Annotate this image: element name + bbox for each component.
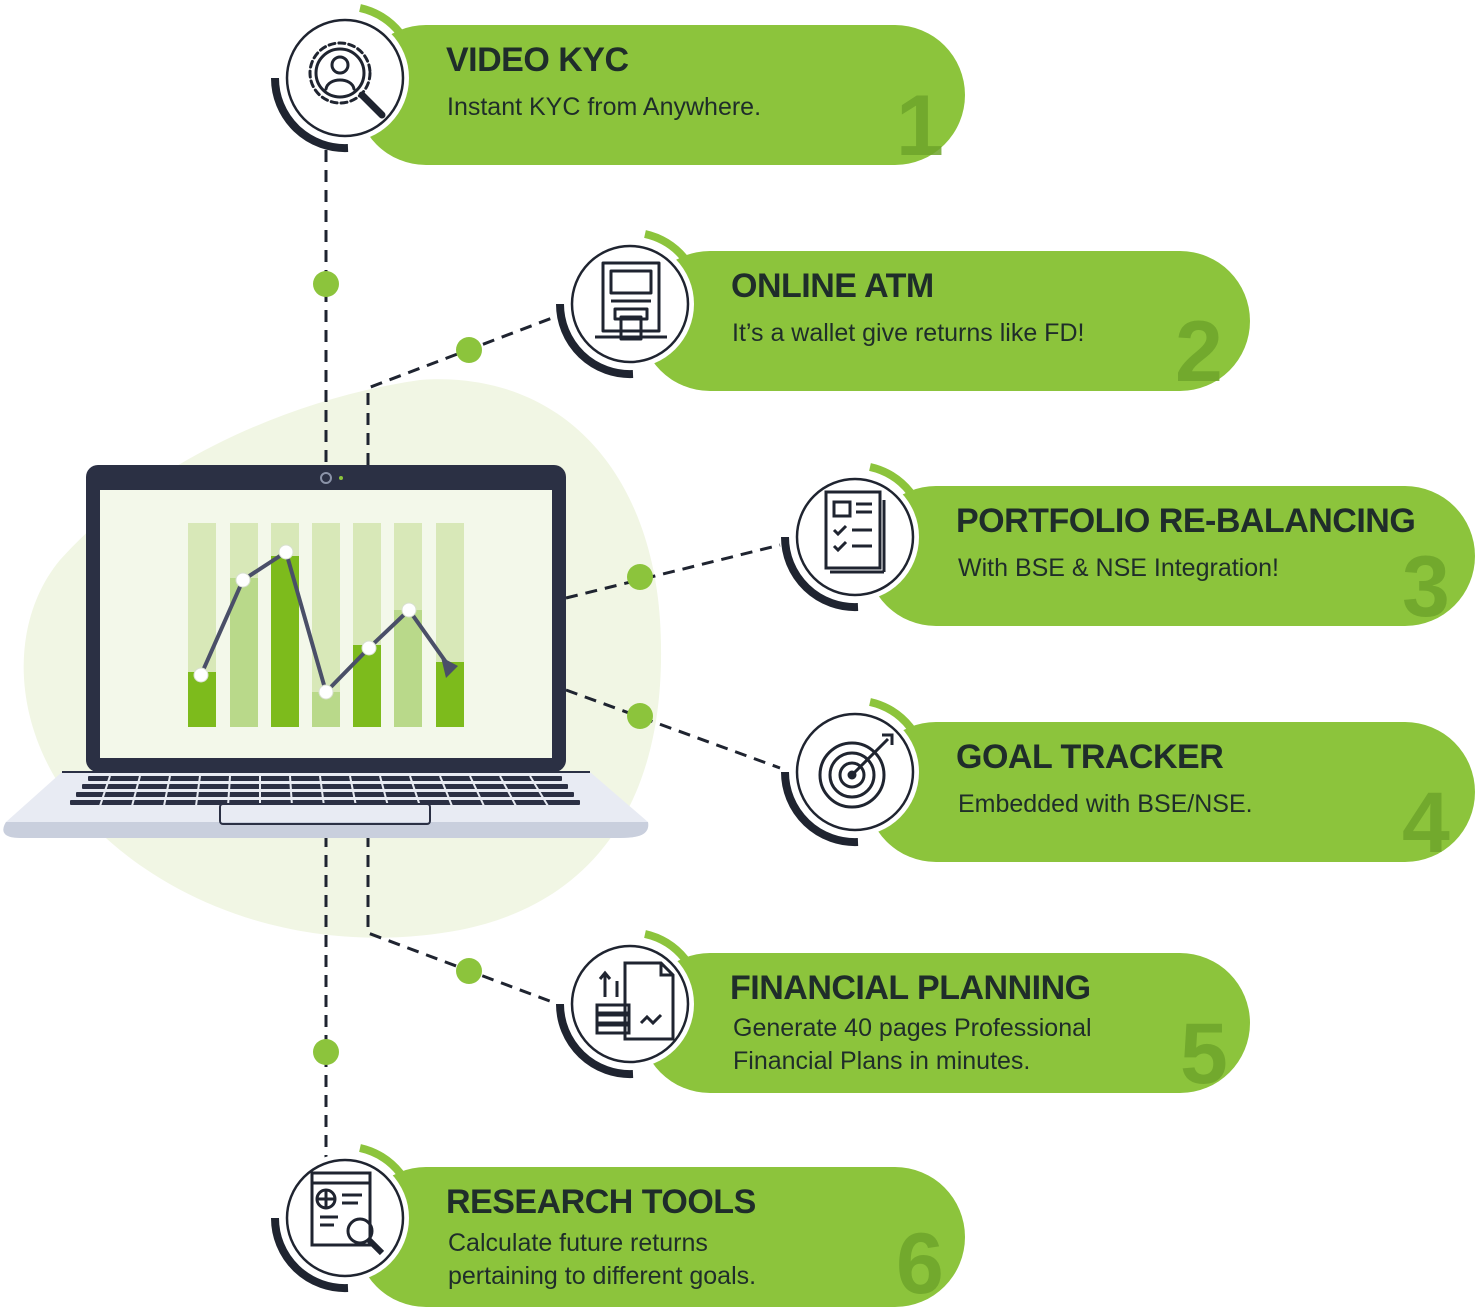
badge-video-kyc	[270, 4, 420, 153]
feature-title: PORTFOLIO RE-BALANCING	[956, 502, 1416, 540]
feature-card-goal-tracker[interactable]: GOAL TRACKER Embedded with BSE/NSE. 4	[866, 722, 1475, 866]
feature-description: It’s a wallet give returns like FD!	[732, 319, 1085, 347]
user-search-icon	[308, 41, 386, 119]
feature-card-online-atm[interactable]: ONLINE ATM It’s a wallet give returns li…	[640, 251, 1250, 395]
feature-number: 4	[1402, 775, 1450, 871]
feature-description: Instant KYC from Anywhere.	[447, 93, 762, 121]
screen-chart	[188, 523, 464, 727]
feature-title: RESEARCH TOOLS	[446, 1183, 756, 1221]
feature-description: Embedded with BSE/NSE.	[958, 790, 1253, 818]
badge-research-tools	[270, 1144, 420, 1293]
badge-financial-planning	[555, 930, 705, 1079]
feature-description: Calculate future returns pertaining to d…	[448, 1229, 757, 1290]
keyboard	[70, 776, 580, 805]
feature-card-research-tools[interactable]: RESEARCH TOOLS Calculate future returns …	[356, 1167, 965, 1307]
connector-dots	[313, 271, 653, 1065]
feature-card-portfolio-rebalancing[interactable]: PORTFOLIO RE-BALANCING With BSE & NSE In…	[866, 486, 1475, 630]
connector-lines	[324, 150, 781, 1165]
feature-title: VIDEO KYC	[446, 41, 629, 79]
feature-number: 2	[1175, 304, 1223, 400]
feature-title: FINANCIAL PLANNING	[730, 969, 1091, 1007]
feature-number: 6	[896, 1216, 944, 1312]
target-arrow-icon	[818, 733, 894, 809]
badge-portfolio-rebalancing	[780, 463, 930, 612]
feature-card-video-kyc[interactable]: VIDEO KYC Instant KYC from Anywhere. 1	[356, 25, 965, 169]
research-report-icon	[310, 1171, 385, 1256]
atm-machine-icon	[595, 261, 667, 341]
feature-card-financial-planning[interactable]: FINANCIAL PLANNING Generate 40 pages Pro…	[640, 953, 1250, 1097]
feature-number: 5	[1180, 1006, 1228, 1102]
feature-description: With BSE & NSE Integration!	[958, 554, 1279, 582]
badge-goal-tracker	[780, 698, 930, 847]
checklist-document-icon	[824, 490, 886, 574]
feature-title: ONLINE ATM	[731, 267, 934, 305]
feature-number: 1	[896, 78, 944, 174]
badge-online-atm	[555, 230, 705, 379]
financial-document-icon	[595, 961, 675, 1041]
feature-title: GOAL TRACKER	[956, 738, 1224, 776]
feature-description: Generate 40 pages Professional Financial…	[733, 1014, 1092, 1075]
feature-number: 3	[1402, 539, 1450, 635]
trackpad	[219, 803, 431, 825]
